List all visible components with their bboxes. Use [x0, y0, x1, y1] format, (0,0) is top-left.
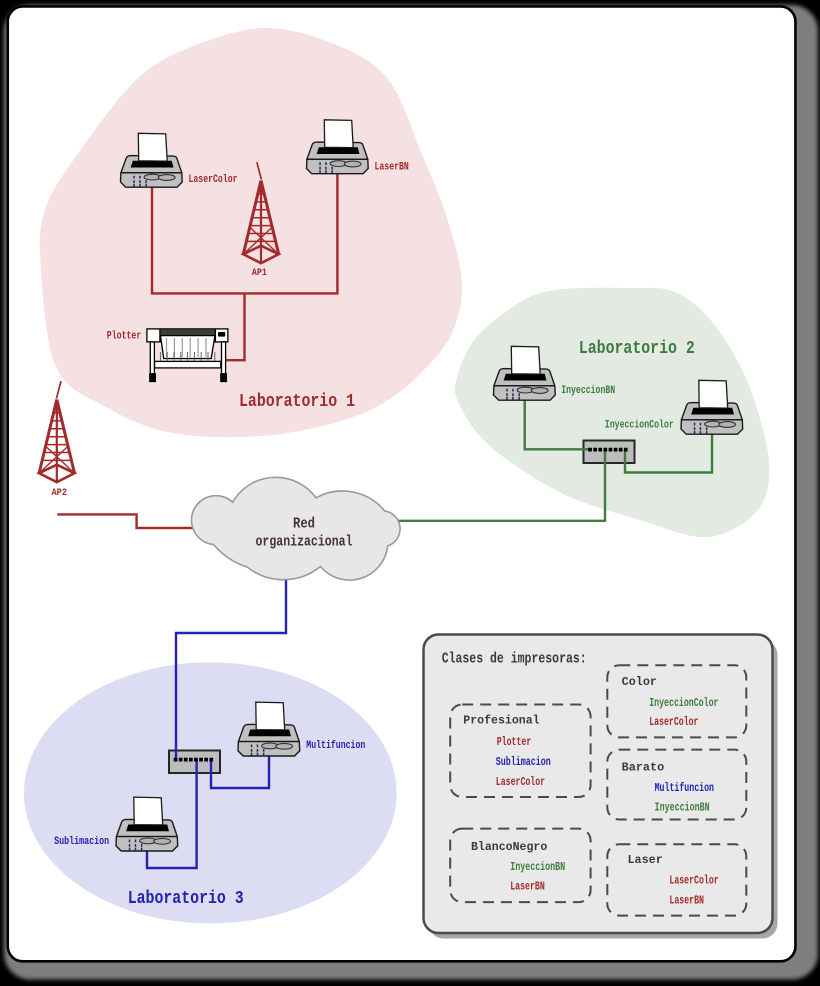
- svg-text:InyeccionBN: InyeccionBN: [655, 802, 710, 815]
- svg-text:InyeccionBN: InyeccionBN: [561, 385, 615, 397]
- svg-text:LaserColor: LaserColor: [189, 174, 238, 186]
- svg-text:BlancoNegro: BlancoNegro: [471, 841, 547, 854]
- svg-text:Red: Red: [293, 516, 315, 532]
- svg-text:Laser: Laser: [628, 854, 663, 867]
- svg-text:AP2: AP2: [52, 488, 68, 499]
- svg-text:Laboratorio 3: Laboratorio 3: [128, 887, 244, 909]
- svg-text:Color: Color: [622, 676, 657, 689]
- svg-text:Laboratorio 1: Laboratorio 1: [239, 390, 355, 412]
- svg-text:LaserColor: LaserColor: [649, 716, 698, 729]
- svg-text:InyeccionBN: InyeccionBN: [510, 861, 565, 874]
- svg-text:InyeccionColor: InyeccionColor: [605, 419, 674, 431]
- svg-text:Clases de impresoras:: Clases de impresoras:: [442, 651, 587, 668]
- svg-text:Sublimacion: Sublimacion: [496, 756, 551, 769]
- svg-text:LaserBN: LaserBN: [669, 895, 704, 908]
- svg-text:Multifuncion: Multifuncion: [306, 740, 365, 752]
- svg-text:organizacional: organizacional: [256, 534, 353, 550]
- svg-text:Profesional: Profesional: [463, 714, 539, 727]
- svg-text:Laboratorio 2: Laboratorio 2: [579, 337, 695, 359]
- svg-text:LaserColor: LaserColor: [669, 875, 718, 888]
- svg-text:LaserBN: LaserBN: [375, 161, 409, 173]
- svg-text:Plotter: Plotter: [497, 736, 532, 749]
- svg-text:LaserColor: LaserColor: [496, 776, 545, 789]
- svg-text:Sublimacion: Sublimacion: [54, 836, 109, 848]
- svg-text:AP1: AP1: [252, 268, 267, 279]
- svg-text:LaserBN: LaserBN: [510, 881, 545, 894]
- svg-text:Multifuncion: Multifuncion: [655, 782, 714, 795]
- svg-text:InyeccionColor: InyeccionColor: [649, 697, 718, 710]
- svg-text:Barato: Barato: [622, 762, 665, 775]
- svg-text:Plotter: Plotter: [107, 330, 142, 342]
